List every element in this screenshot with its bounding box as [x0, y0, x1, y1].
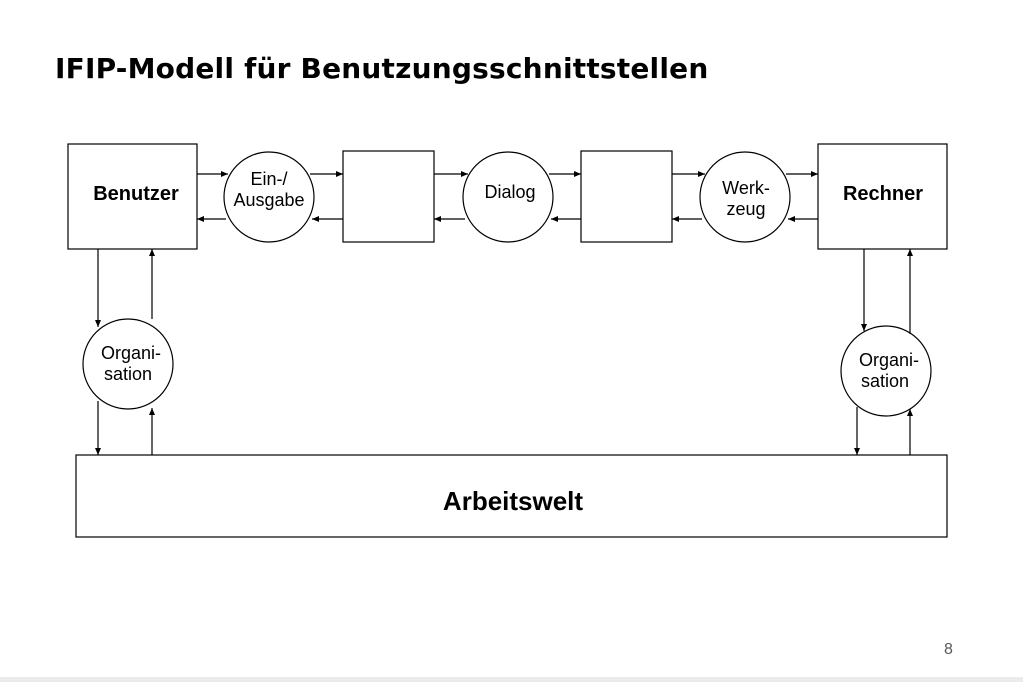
organisation-left-circle [82, 318, 174, 410]
ein-ausgabe-label-line2: Ausgabe [233, 190, 304, 210]
ein-ausgabe-label-line1: Ein-/ [250, 169, 287, 189]
left-vertical-arrows [95, 249, 155, 455]
organisation-left-label-line1: Organi- [101, 343, 161, 363]
organisation-right-label-line2: sation [861, 371, 909, 391]
horizontal-arrows [197, 171, 818, 222]
application-interface-box [580, 150, 673, 243]
presentation-box [342, 150, 435, 243]
benutzer-label: Benutzer [93, 183, 179, 205]
werkzeug-label-line2: zeug [726, 199, 765, 219]
bottom-divider [0, 677, 1023, 682]
rechner-label: Rechner [843, 183, 923, 205]
organisation-right-label-line1: Organi- [859, 350, 919, 370]
organisation-right-circle [840, 325, 932, 417]
organisation-left-label-line2: sation [104, 364, 152, 384]
rechner-box [817, 143, 948, 250]
right-vertical-arrows [854, 249, 913, 455]
slide-title: IFIP-Modell für Benutzungsschnittstellen [55, 52, 709, 85]
werkzeug-label-line1: Werk- [722, 178, 770, 198]
page-number: 8 [944, 641, 953, 658]
benutzer-box [67, 143, 198, 250]
dialog-label: Dialog [484, 182, 535, 202]
werkzeug-circle [699, 151, 791, 243]
dialog-circle [462, 151, 554, 243]
arbeitswelt-box [75, 454, 948, 538]
arbeitswelt-label: Arbeitswelt [443, 486, 583, 516]
ein-ausgabe-circle [223, 151, 315, 243]
